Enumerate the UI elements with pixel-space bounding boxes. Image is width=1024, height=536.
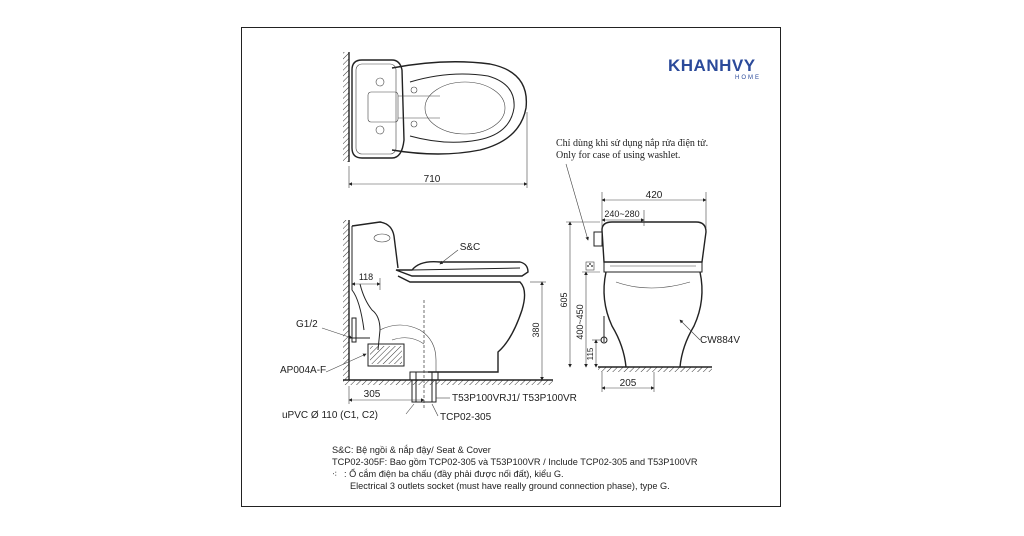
brand-sub: HOME xyxy=(735,75,761,81)
dim-205: 205 xyxy=(620,378,637,389)
top-view: 710 xyxy=(343,52,528,188)
dim-115: 115 xyxy=(586,347,595,360)
dim-118: 118 xyxy=(359,272,373,282)
label-seat-cover: S&C xyxy=(460,242,481,253)
dim-400-450: 400~450 xyxy=(575,304,585,339)
label-upvc: uPVC Ø 110 (C1, C2) xyxy=(282,410,378,421)
note-line-2: TCP02-305F: Bao gồm TCP02-305 và T53P100… xyxy=(332,457,698,467)
label-ap004af: AP004A-F xyxy=(280,365,326,376)
washlet-note-en: Only for case of using washlet. xyxy=(556,150,680,161)
brand-logo: KHANHVY HOME xyxy=(668,57,763,82)
dim-710: 710 xyxy=(424,174,441,185)
dim-420: 420 xyxy=(646,190,663,201)
label-g12: G1/2 xyxy=(296,319,318,330)
dim-305: 305 xyxy=(364,389,381,400)
brand-name: KHANHVY xyxy=(668,56,756,75)
note-line-1: S&C: Bệ ngồi & nắp đậy/ Seat & Cover xyxy=(332,445,491,455)
drawing-notes: S&C: Bệ ngồi & nắp đậy/ Seat & Cover TCP… xyxy=(332,444,698,492)
dim-240-280: 240~280 xyxy=(604,209,639,219)
side-view: 118 S&C G1/2 380 AP004A-F 305 T53P100VRJ… xyxy=(280,220,577,423)
dim-380: 380 xyxy=(531,322,541,337)
dim-605: 605 xyxy=(559,292,569,307)
label-tcp: TCP02-305 xyxy=(440,412,492,423)
note-line-4: Electrical 3 outlets socket (must have r… xyxy=(350,481,670,491)
socket-icon: ⁖ xyxy=(332,469,338,479)
label-model: CW884V xyxy=(700,335,740,346)
washlet-note-vi: Chỉ dùng khi sử dụng nắp rửa điện tử. xyxy=(556,138,708,149)
note-line-3: : Ổ cắm điện ba chấu (đầy phải được nối … xyxy=(344,469,564,479)
label-valve: T53P100VRJ1/ T53P100VR xyxy=(452,393,577,404)
drawing-frame xyxy=(241,27,781,507)
front-view: Chỉ dùng khi sử dụng nắp rửa điện tử. On… xyxy=(556,138,740,392)
